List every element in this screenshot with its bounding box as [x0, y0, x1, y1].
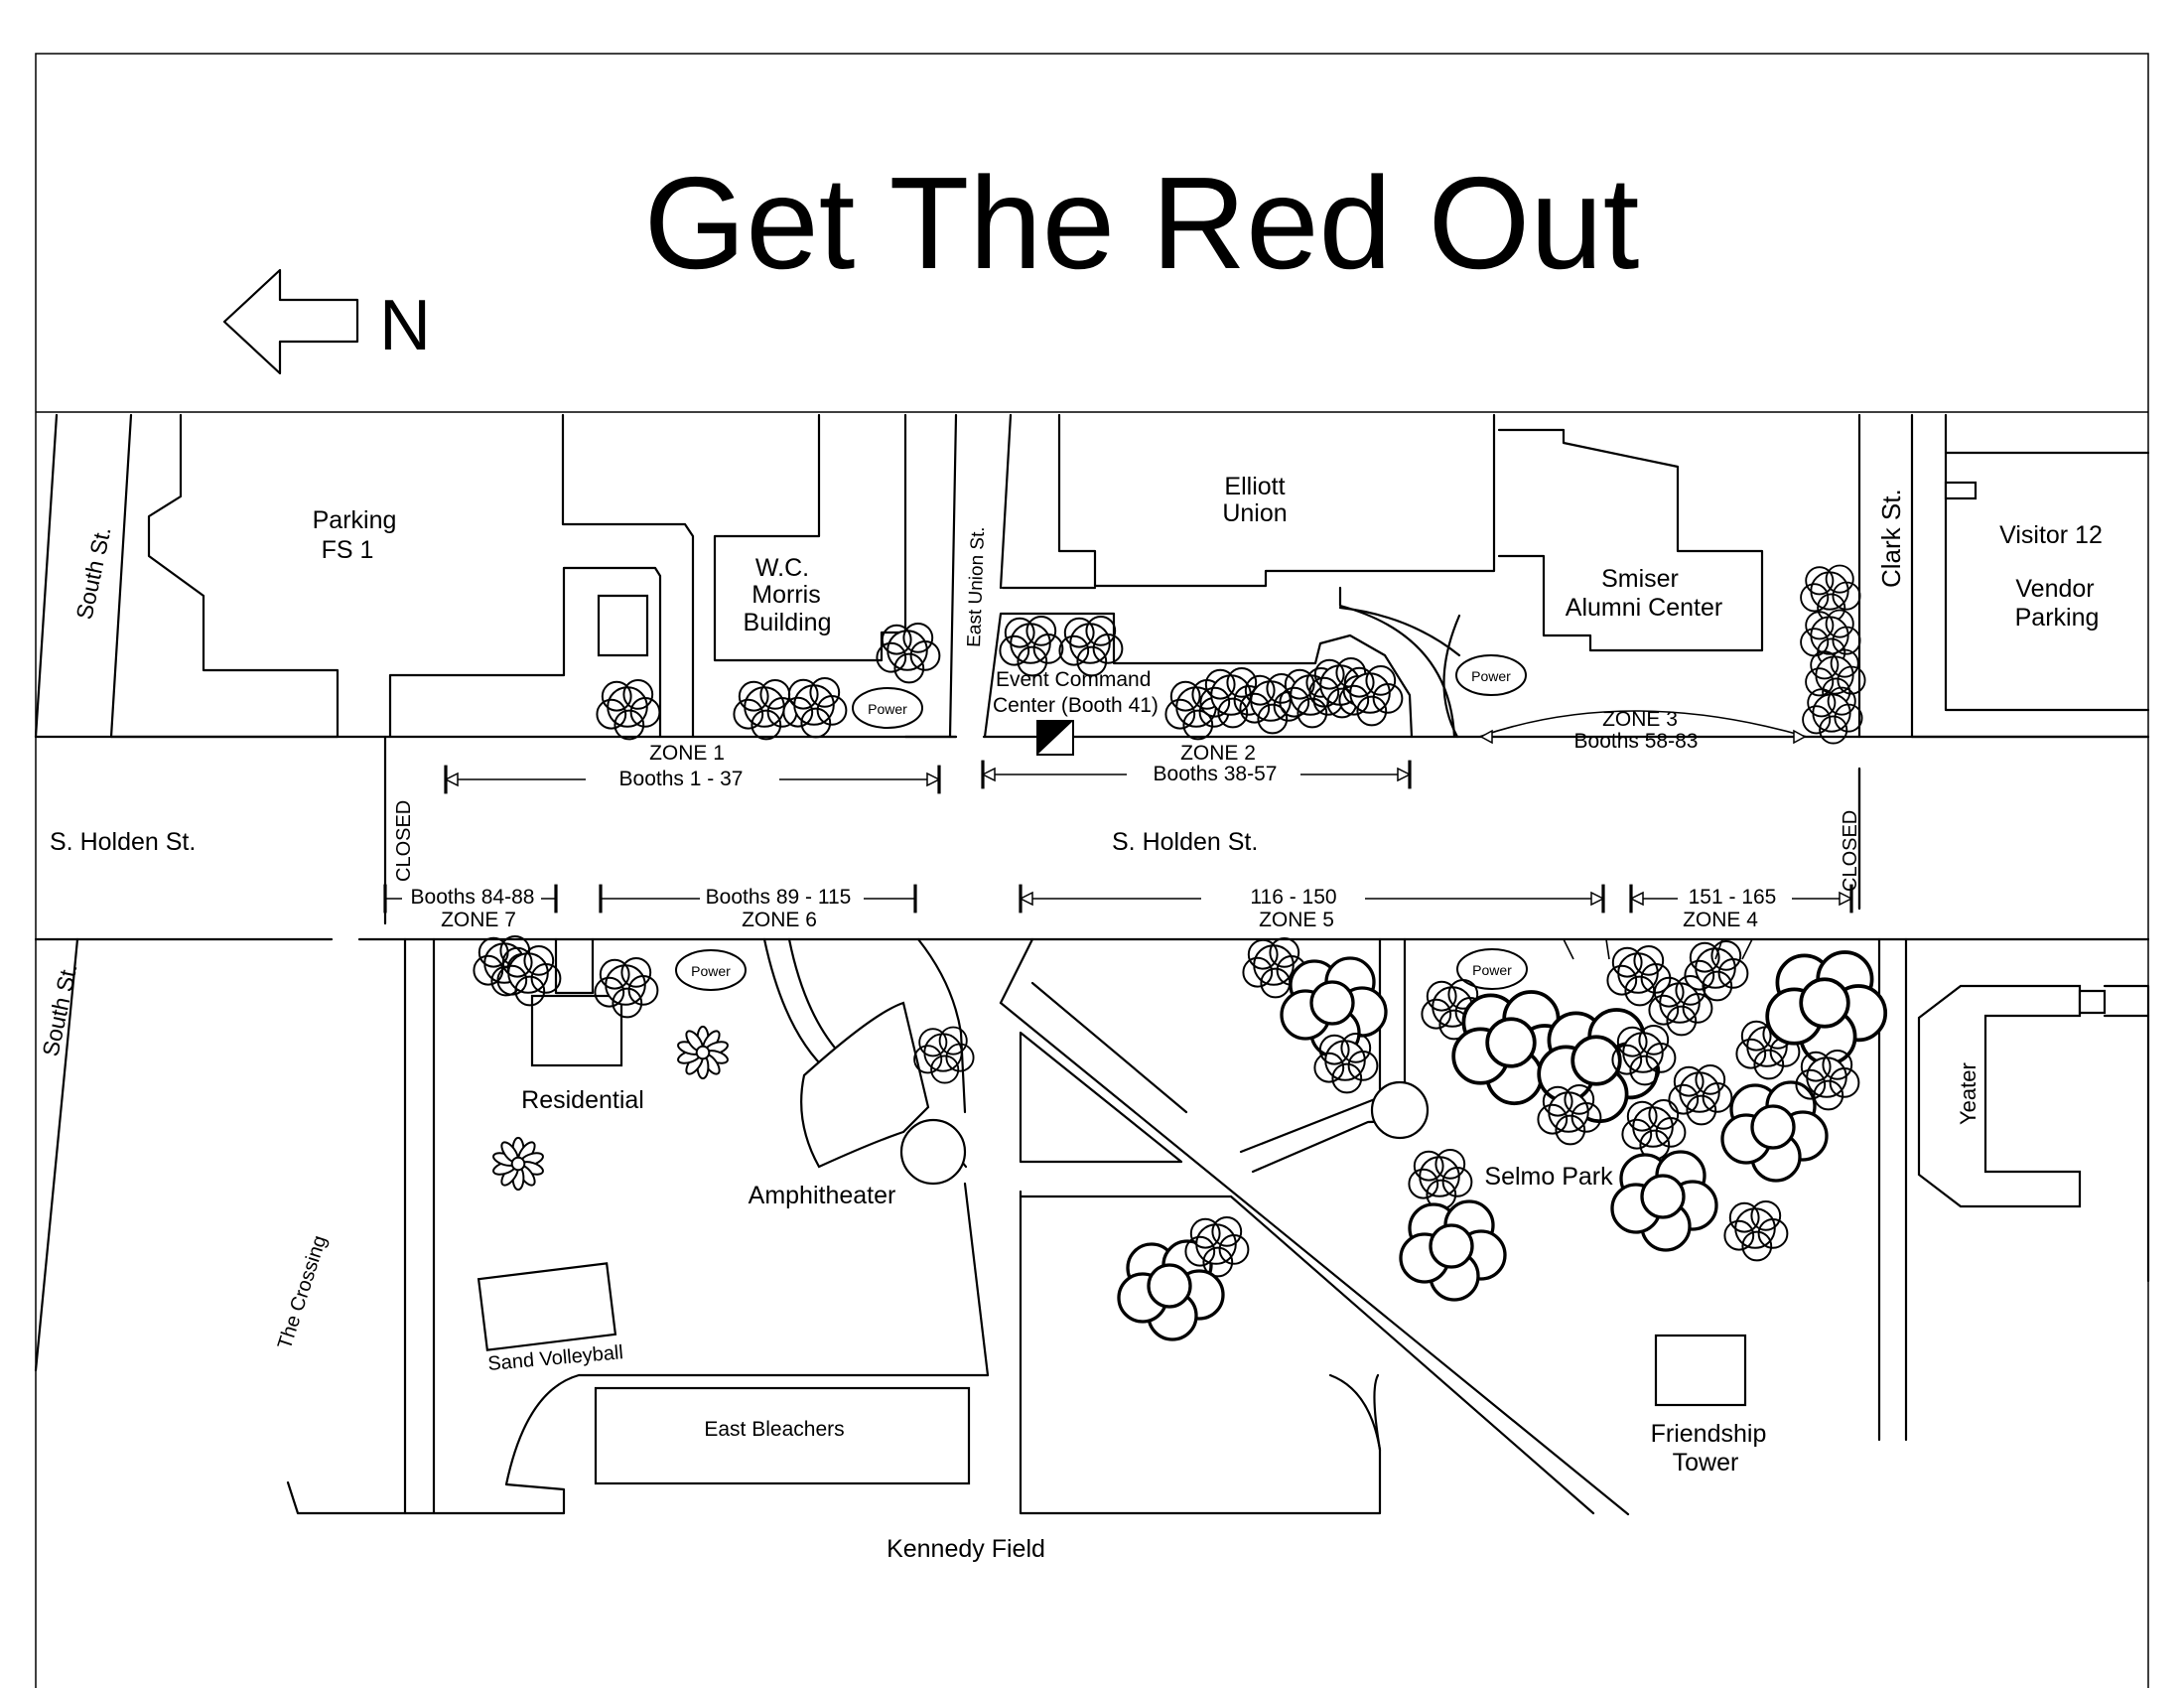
command-center-label-2: Center (Booth 41)	[993, 694, 1159, 717]
the-crossing-label: The Crossing	[274, 1233, 332, 1352]
zone-7-booths: Booths 84-88	[411, 886, 535, 909]
wc-morris-label-1: W.C.	[755, 554, 809, 582]
zone-3-booths: Booths 58-83	[1574, 730, 1699, 753]
svg-text:Power: Power	[691, 963, 731, 979]
command-center-marker	[1036, 720, 1074, 756]
zone-2-booths: Booths 38-57	[1154, 763, 1278, 785]
north-arrow: N	[222, 268, 431, 375]
svg-text:Power: Power	[1471, 668, 1511, 684]
svg-text:Power: Power	[868, 701, 907, 717]
smiser-label-2: Alumni Center	[1566, 594, 1722, 622]
yeater-hall	[1917, 984, 2082, 1208]
parking-fs1-label-1: Parking	[313, 506, 397, 534]
visitor-label: Visitor 12	[1999, 521, 2103, 549]
elliott-union-label-1: Elliott	[1224, 473, 1285, 500]
yeater-label: Yeater	[1956, 1062, 1980, 1125]
residential-building	[530, 994, 623, 1067]
selmo-park-trees	[1117, 937, 1888, 1341]
command-center-label-1: Event Command	[996, 668, 1151, 691]
friendship-tower-label-1: Friendship	[1651, 1420, 1767, 1448]
parking-fs1-outline	[109, 413, 340, 739]
vendor-parking-label-1: Vendor	[2015, 575, 2094, 603]
zone-1-booths: Booths 1 - 37	[619, 768, 744, 790]
selmo-park-label: Selmo Park	[1484, 1163, 1613, 1191]
smiser-label-1: Smiser	[1601, 565, 1679, 593]
zone-4-name: ZONE 4	[1683, 909, 1758, 931]
flower-bed-2	[490, 1136, 546, 1192]
zone-7-name: ZONE 7	[441, 909, 516, 931]
small-building	[597, 594, 649, 657]
page-frame	[35, 53, 2149, 1688]
south-st-label-bottom: South St.	[37, 961, 81, 1058]
zone-5-booths: 116 - 150	[1250, 886, 1336, 909]
visitor-booth	[1944, 481, 1978, 500]
closed-label-east: CLOSED	[1840, 810, 1861, 892]
elliott-union-building	[1057, 413, 1496, 588]
zone-5-name: ZONE 5	[1259, 909, 1334, 931]
friendship-tower	[1654, 1334, 1747, 1407]
zone-3-span	[1478, 710, 1808, 745]
east-bleachers-label: East Bleachers	[704, 1418, 844, 1441]
kennedy-field-label: Kennedy Field	[887, 1535, 1045, 1563]
zone-3-name: ZONE 3	[1602, 708, 1678, 731]
zone-1-name: ZONE 1	[649, 742, 725, 765]
zone-6-name: ZONE 6	[742, 909, 817, 931]
east-bleachers	[594, 1386, 971, 1485]
residential-label: Residential	[521, 1086, 644, 1114]
power-outlet-1: Power	[852, 687, 923, 729]
roundabout	[899, 1118, 967, 1186]
power-outlet-2: Power	[1455, 654, 1527, 696]
friendship-tower-label-2: Tower	[1673, 1449, 1739, 1477]
smiser-alumni-center	[1497, 428, 1764, 652]
flower-bed-1	[675, 1025, 731, 1080]
sand-volleyball-court	[477, 1262, 617, 1351]
power-outlet-4: Power	[1456, 948, 1528, 990]
clark-st-label: Clark St.	[1876, 489, 1906, 588]
zone-2-name: ZONE 2	[1180, 742, 1256, 765]
amphitheater-shape	[800, 1001, 930, 1169]
svg-text:Power: Power	[1472, 962, 1512, 978]
command-area-outline	[983, 612, 1414, 739]
zone-4-booths: 151 - 165	[1689, 886, 1777, 909]
elliott-union-label-2: Union	[1222, 499, 1287, 527]
holden-st-label-west: S. Holden St.	[50, 828, 196, 856]
power-outlet-3: Power	[675, 949, 747, 991]
zone-6-booths: Booths 89 - 115	[706, 886, 852, 909]
wc-morris-label-3: Building	[744, 609, 832, 636]
holden-st-label-center: S. Holden St.	[1112, 828, 1258, 856]
map-title: Get The Red Out	[644, 150, 1640, 296]
north-label: N	[379, 286, 431, 365]
east-union-st-label: East Union St.	[964, 526, 989, 647]
wc-morris-label-2: Morris	[751, 581, 820, 609]
south-st-label-top: South St.	[70, 524, 115, 622]
closed-label-west: CLOSED	[393, 800, 415, 882]
amphitheater-label: Amphitheater	[749, 1182, 896, 1209]
vendor-parking-label-2: Parking	[2015, 604, 2100, 632]
lot-outline	[388, 566, 662, 739]
street-lines	[34, 413, 2150, 1442]
parking-fs1-label-2: FS 1	[322, 536, 374, 564]
